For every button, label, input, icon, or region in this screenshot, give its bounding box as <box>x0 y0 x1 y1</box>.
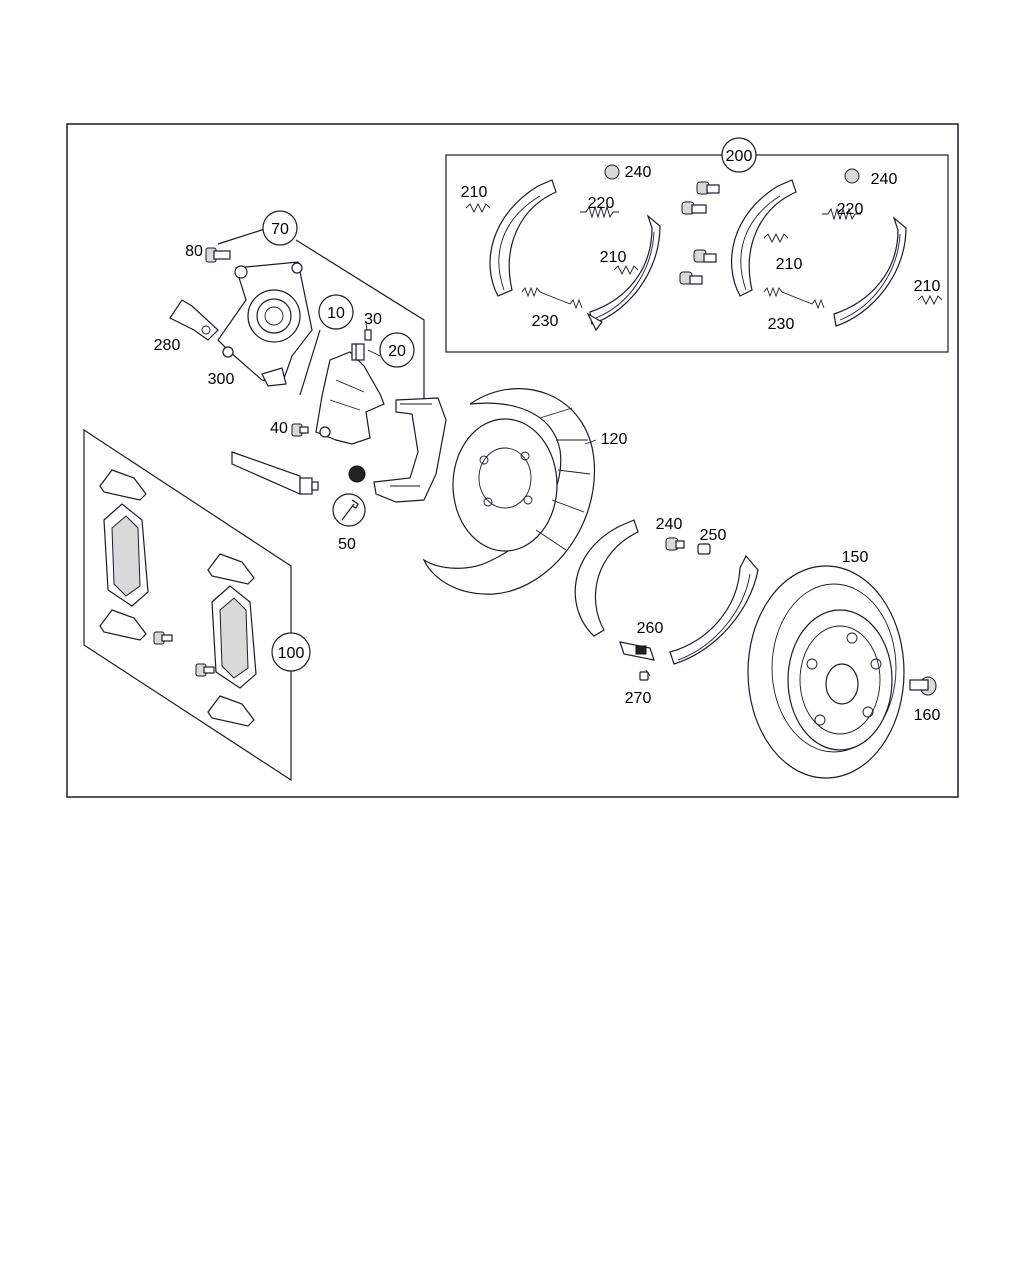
label-220-a: 220 <box>588 195 615 212</box>
callout-70 <box>262 210 298 246</box>
label-20: 20 <box>388 343 406 360</box>
callout-20 <box>379 332 415 368</box>
leader-lines <box>365 323 651 677</box>
label-270: 270 <box>625 690 652 707</box>
label-10: 10 <box>327 305 345 322</box>
brake-disc-150 <box>747 565 905 779</box>
label-210-b: 210 <box>600 249 627 266</box>
label-230-a: 230 <box>532 313 559 330</box>
label-150: 150 <box>842 549 869 566</box>
spring-230-set <box>521 286 825 310</box>
diagram-frame <box>66 123 959 798</box>
spring-220-set <box>580 205 861 221</box>
parking-brake-kit-box <box>445 154 949 353</box>
label-210-a: 210 <box>461 184 488 201</box>
bracket-280 <box>169 299 219 341</box>
label-210-d: 210 <box>914 278 941 295</box>
label-240-a: 240 <box>625 164 652 181</box>
label-240-c: 240 <box>656 516 683 533</box>
callout-10 <box>318 294 354 330</box>
label-200: 200 <box>726 148 753 165</box>
tool-note-circle <box>332 493 366 527</box>
callout-100 <box>271 632 311 672</box>
brake-pad-kit-parts <box>99 469 257 727</box>
caliper-plug <box>348 465 366 483</box>
dust-shield-120 <box>422 388 596 595</box>
brake-caliper <box>315 343 385 445</box>
parts-240-250-270 <box>639 537 711 681</box>
screw-160 <box>909 676 937 696</box>
label-260: 260 <box>637 620 664 637</box>
kit-nuts-and-bolts <box>604 164 860 285</box>
grease-tube-50 <box>231 451 319 495</box>
bleed-screw-30 <box>355 329 372 361</box>
label-80: 80 <box>185 243 203 260</box>
bolt-40 <box>291 423 309 437</box>
brake-pad-kit-box <box>83 428 292 782</box>
parking-shoe-loose <box>574 519 759 665</box>
hub-carrier-300 <box>217 261 313 387</box>
spring-210-set <box>465 202 943 306</box>
adjuster-260 <box>619 641 655 661</box>
label-250: 250 <box>700 527 727 544</box>
label-300: 300 <box>208 371 235 388</box>
label-50: 50 <box>338 536 356 553</box>
label-40: 40 <box>270 420 288 437</box>
parking-brake-shoe-set <box>489 179 907 332</box>
label-30: 30 <box>364 311 382 328</box>
label-230-b: 230 <box>768 316 795 333</box>
label-240-b: 240 <box>871 171 898 188</box>
caliper-carrier <box>373 397 447 503</box>
caliper-group-bracket <box>217 227 425 398</box>
label-120: 120 <box>601 431 628 448</box>
label-220-b: 220 <box>837 201 864 218</box>
callout-200 <box>721 137 757 173</box>
label-100: 100 <box>278 645 305 662</box>
label-160: 160 <box>914 707 941 724</box>
label-210-c: 210 <box>776 256 803 273</box>
label-70: 70 <box>271 221 289 238</box>
label-280: 280 <box>154 337 181 354</box>
bolt-80 <box>205 247 231 263</box>
